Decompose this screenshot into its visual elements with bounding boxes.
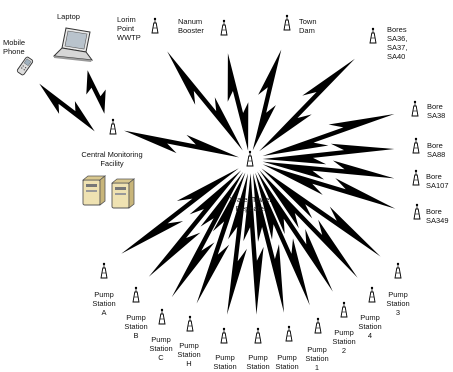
tower-icon-town-dam: [283, 14, 291, 31]
tower-icon-pump-station-6: [254, 327, 262, 344]
link-hub-pump-2: [257, 171, 333, 292]
tower-icon-bore-sa38: [411, 100, 419, 117]
link-hub-sa349: [262, 164, 396, 209]
link-hub-central: [124, 130, 239, 158]
link-hub-pump-a: [121, 168, 239, 254]
tower-icon-pump-station-h: [186, 315, 194, 332]
laptop-icon: [52, 27, 94, 62]
tower-icon-pump-station-3: [394, 262, 402, 279]
link-hub-pump-3: [261, 168, 381, 257]
tower-icon-pump-station-7: [285, 325, 293, 342]
link-hub-pump-c: [171, 171, 244, 298]
link-central-phone: [39, 83, 95, 132]
link-hub-sa107: [262, 160, 395, 180]
link-hub-pump-7: [253, 173, 284, 313]
link-hub-pump-6: [243, 173, 264, 315]
tower-icon-pump-station-2: [340, 301, 348, 318]
tower-icon-pump-station-b: [132, 286, 140, 303]
link-hub-nanum: [227, 53, 249, 151]
link-hub-pump-h: [196, 172, 246, 304]
link-hub-town-dam: [252, 49, 282, 151]
link-hub-lorim: [167, 51, 243, 151]
tower-icon-pump-station-1: [314, 317, 322, 334]
radio-links: [39, 49, 396, 315]
server-icon: [81, 175, 107, 206]
tower-icon-pump-station-a: [100, 262, 108, 279]
link-hub-sa38: [262, 114, 395, 156]
link-hub-pump-5: [227, 173, 248, 315]
link-hub-sa88: [262, 143, 395, 165]
laptop-label: Laptop: [57, 12, 80, 21]
tower-icon-bore-sa88: [412, 137, 420, 154]
tower-icon-bores-sa36-sa37-sa40: [369, 27, 377, 44]
tower-icon-bore-sa107: [412, 169, 420, 186]
server-icon: [110, 178, 136, 209]
tower-icon-lorim-point-wwtp: [151, 17, 159, 34]
tower-icon-nanum-booster: [220, 19, 228, 36]
tower-icon-bore-sa349: [413, 203, 421, 220]
tower-icon-pump-station-5: [220, 327, 228, 344]
link-central-laptop: [86, 70, 106, 114]
mobile-phone-icon: [16, 56, 34, 76]
tower-icon-water-tower-repeater: [246, 150, 254, 167]
link-hub-pump-4: [259, 170, 358, 278]
link-hub-bores-top: [259, 58, 355, 152]
link-hub-pump-b: [148, 170, 242, 277]
tower-icon-pump-station-c: [158, 308, 166, 325]
link-hub-pump-1: [255, 172, 310, 306]
tower-icon-pump-station-4: [368, 286, 376, 303]
tower-icon-central-monitoring: [109, 118, 117, 135]
